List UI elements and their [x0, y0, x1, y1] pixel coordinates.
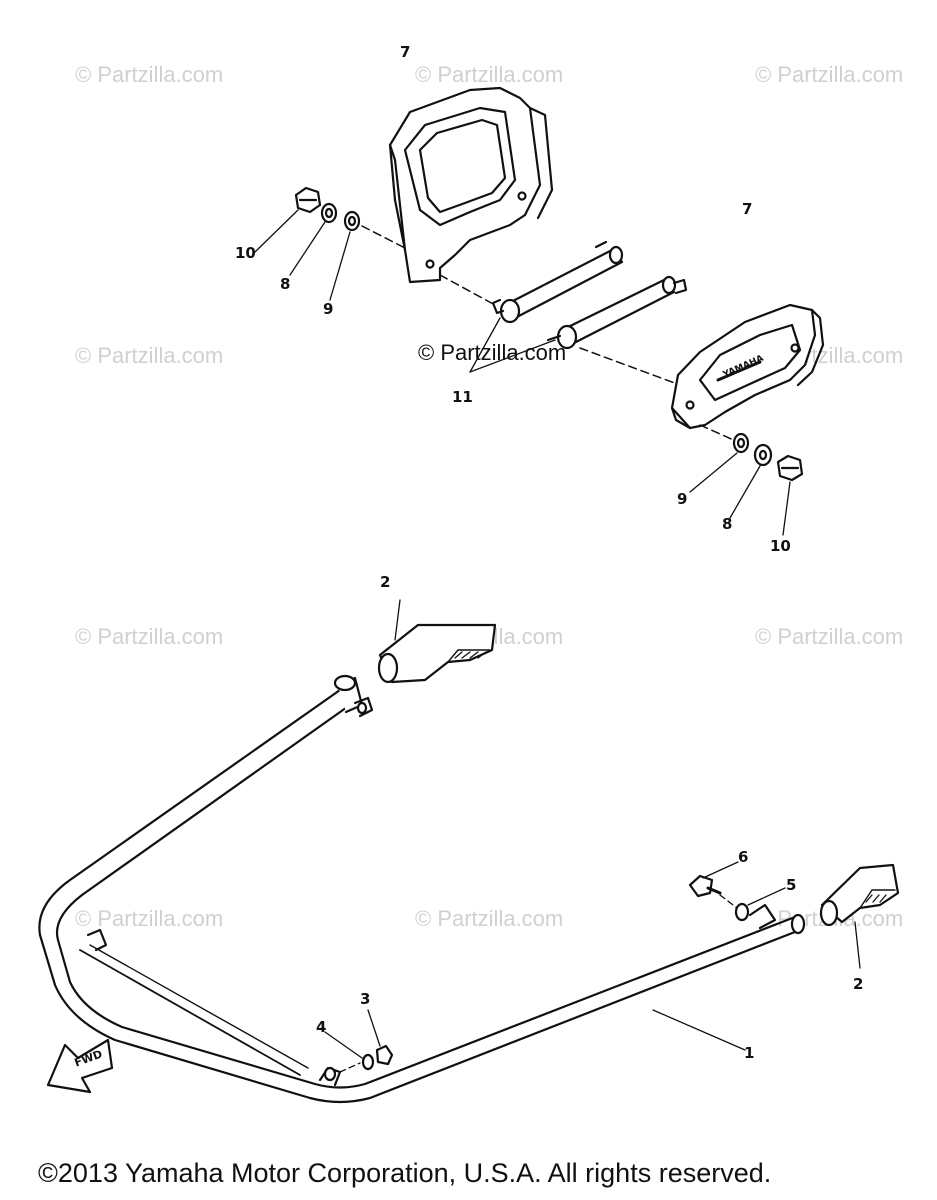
washer-bottom: [361, 1053, 375, 1071]
bracket-upper: [388, 86, 554, 284]
nut-right: [776, 454, 804, 482]
washer-top: [734, 902, 750, 922]
bracket-right: [670, 303, 825, 430]
callout-nut-right: 10: [770, 537, 791, 555]
watermark: © Partzilla.com: [75, 62, 224, 87]
watermark: © Partzilla.com: [75, 624, 224, 649]
washer-right-inner: [732, 432, 750, 454]
callout-washer-top: 5: [786, 876, 797, 894]
bumper-pad-top: [377, 623, 497, 684]
callout-nut-left: 10: [235, 244, 256, 262]
watermark: © Partzilla.com: [755, 62, 904, 87]
watermark-center: © Partzilla.com: [418, 340, 567, 365]
callout-washer-right-inner: 9: [677, 490, 688, 508]
bolt-top: [688, 874, 722, 898]
callout-bolt-top: 6: [738, 848, 749, 866]
fwd-arrow-icon: [46, 1038, 114, 1094]
watermark: © Partzilla.com: [415, 906, 564, 931]
callout-bracket-right: 7: [742, 200, 753, 218]
watermark: © Partzilla.com: [415, 62, 564, 87]
callout-bumper-frame: 1: [744, 1044, 755, 1062]
callout-rods: 11: [452, 388, 473, 406]
callout-washer-left-inner: 9: [323, 300, 334, 318]
bumper-pad-right: [819, 863, 900, 927]
bumper-frame: [38, 674, 806, 1104]
callout-nut-bottom: 3: [360, 990, 371, 1008]
callout-bracket-upper: 7: [400, 43, 411, 61]
callout-washer-right-outer: 8: [722, 515, 733, 533]
callout-washer-left-outer: 8: [280, 275, 291, 293]
washer-left-inner: [343, 210, 361, 232]
watermark: © Partzilla.com: [75, 343, 224, 368]
nut-bottom: [375, 1044, 394, 1066]
rod-upper: [491, 240, 624, 324]
callout-bumper-pad-right: 2: [853, 975, 864, 993]
washer-left-outer: [320, 202, 338, 224]
watermark: © Partzilla.com: [755, 624, 904, 649]
callout-bumper-pad-top: 2: [380, 573, 391, 591]
rod-lower: [546, 275, 688, 350]
callout-washer-bottom: 4: [316, 1018, 327, 1036]
nut-left: [294, 186, 322, 214]
copyright-notice: ©2013 Yamaha Motor Corporation, U.S.A. A…: [38, 1158, 772, 1188]
watermark: © Partzilla.com: [75, 906, 224, 931]
washer-right-outer: [753, 443, 773, 467]
